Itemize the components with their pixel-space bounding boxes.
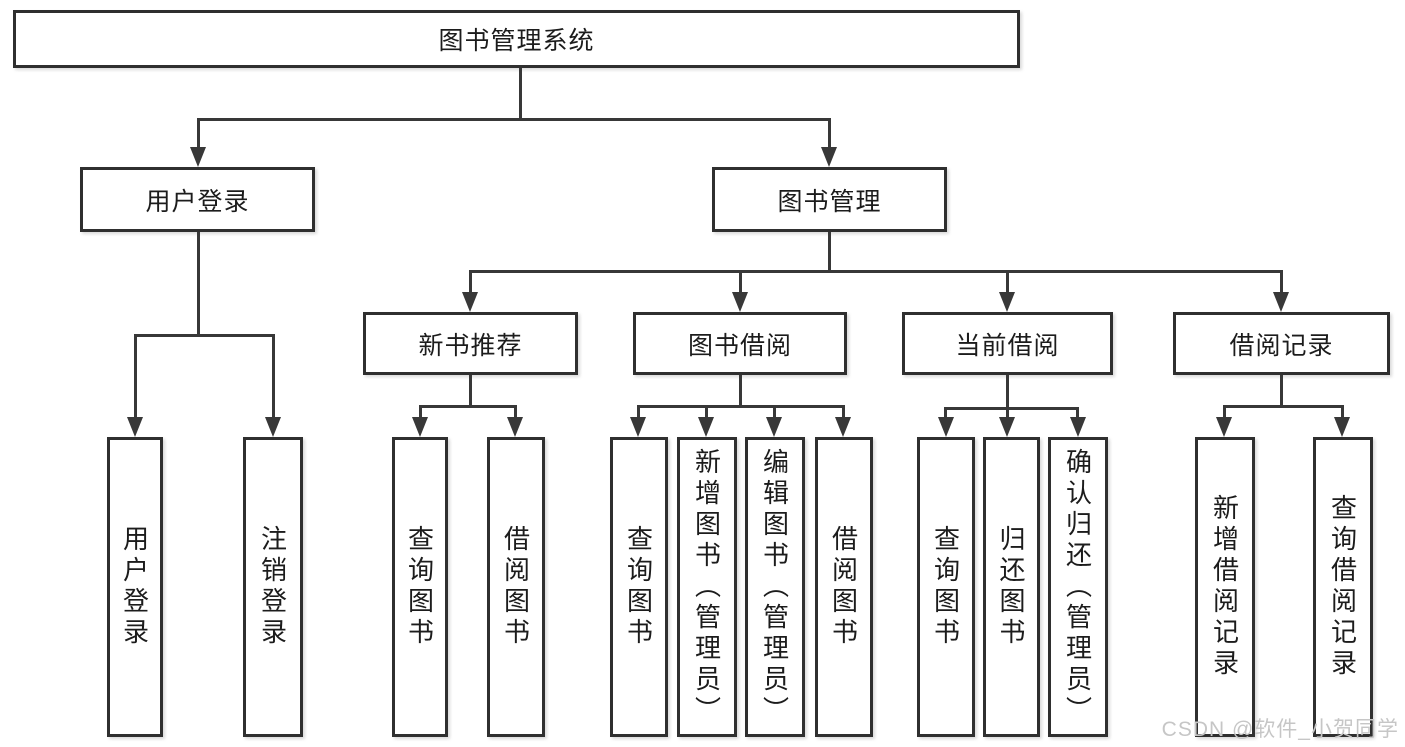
connector-line <box>773 405 776 419</box>
leaf-return-books: 归还图书 <box>983 437 1040 737</box>
leaf-query-books-2-label: 查询图书 <box>623 525 654 649</box>
node-root-label: 图书管理系统 <box>438 27 595 55</box>
connector-line <box>944 407 1079 410</box>
leaf-edit-books-admin: 编辑图书（管理员） <box>745 437 805 737</box>
connector-line <box>134 334 275 337</box>
connector-line <box>828 118 831 149</box>
node-borrowing-records: 借阅记录 <box>1173 312 1390 375</box>
connector-line <box>197 118 200 149</box>
leaf-user-login-label: 用户登录 <box>119 525 150 649</box>
arrow-down-icon <box>766 417 782 437</box>
node-book-borrowing-label: 图书借阅 <box>687 331 792 360</box>
connector-line <box>828 232 831 272</box>
arrow-down-icon <box>127 417 143 437</box>
leaf-borrow-books-1-label: 借阅图书 <box>500 525 531 649</box>
node-current-borrowing: 当前借阅 <box>902 312 1113 375</box>
node-user-login: 用户登录 <box>80 167 315 232</box>
leaf-borrow-books-2: 借阅图书 <box>815 437 873 737</box>
leaf-borrow-books-1: 借阅图书 <box>487 437 545 737</box>
arrow-down-icon <box>732 292 748 312</box>
connector-line <box>197 118 831 121</box>
connector-line <box>1076 407 1079 419</box>
connector-line <box>272 334 275 419</box>
leaf-query-books-1-label: 查询图书 <box>404 525 435 649</box>
node-book-management-label: 图书管理 <box>777 187 882 216</box>
watermark-text: CSDN @软件_小贺同学 <box>1161 718 1399 741</box>
leaf-borrow-books-2-label: 借阅图书 <box>828 525 859 649</box>
connector-line <box>1280 375 1283 407</box>
leaf-user-login: 用户登录 <box>107 437 163 737</box>
connector-line <box>1280 270 1283 294</box>
leaf-add-borrow-record-label: 新增借阅记录 <box>1209 494 1240 680</box>
node-user-login-label: 用户登录 <box>145 187 250 216</box>
node-borrowing-records-label: 借阅记录 <box>1229 331 1334 360</box>
leaf-query-borrow-record: 查询借阅记录 <box>1313 437 1373 737</box>
connector-line <box>637 405 640 419</box>
arrow-down-icon <box>265 417 281 437</box>
arrow-down-icon <box>412 417 428 437</box>
node-root: 图书管理系统 <box>13 10 1020 68</box>
connector-line <box>705 405 708 419</box>
connector-line <box>419 405 517 408</box>
node-new-book-recommend-label: 新书推荐 <box>418 331 523 360</box>
arrow-down-icon <box>507 417 523 437</box>
arrow-down-icon <box>938 417 954 437</box>
connector-line <box>1006 270 1009 294</box>
leaf-confirm-return-admin-label: 确认归还（管理员） <box>1062 447 1093 727</box>
connector-line <box>1006 375 1009 418</box>
leaf-query-borrow-record-label: 查询借阅记录 <box>1327 494 1358 680</box>
connector-line <box>469 270 1283 273</box>
arrow-down-icon <box>1273 292 1289 312</box>
leaf-logout-label: 注销登录 <box>257 525 288 649</box>
arrow-down-icon <box>462 292 478 312</box>
leaf-logout: 注销登录 <box>243 437 303 737</box>
arrow-down-icon <box>999 292 1015 312</box>
leaf-query-books-3: 查询图书 <box>917 437 975 737</box>
arrow-down-icon <box>190 147 206 167</box>
arrow-down-icon <box>1070 417 1086 437</box>
node-book-management: 图书管理 <box>712 167 947 232</box>
connector-line <box>419 405 422 419</box>
leaf-query-books-1: 查询图书 <box>392 437 448 737</box>
leaf-query-books-3-label: 查询图书 <box>930 525 961 649</box>
connector-line <box>944 407 947 419</box>
connector-line <box>739 375 742 407</box>
leaf-query-books-2: 查询图书 <box>610 437 668 737</box>
connector-line <box>842 405 845 419</box>
node-new-book-recommend: 新书推荐 <box>363 312 578 375</box>
leaf-add-borrow-record: 新增借阅记录 <box>1195 437 1255 737</box>
arrow-down-icon <box>1334 417 1350 437</box>
connector-line <box>134 334 137 419</box>
connector-line <box>637 405 845 408</box>
leaf-add-books-admin: 新增图书（管理员） <box>677 437 737 737</box>
connector-line <box>469 375 472 407</box>
connector-line <box>197 232 200 336</box>
arrow-down-icon <box>1216 417 1232 437</box>
arrow-down-icon <box>630 417 646 437</box>
node-book-borrowing: 图书借阅 <box>633 312 847 375</box>
arrow-down-icon <box>698 417 714 437</box>
connector-line <box>519 68 522 120</box>
arrow-down-icon <box>835 417 851 437</box>
connector-line <box>1223 405 1226 419</box>
node-current-borrowing-label: 当前借阅 <box>955 331 1060 360</box>
connector-line <box>514 405 517 419</box>
connector-line <box>469 270 472 294</box>
arrow-down-icon <box>821 147 837 167</box>
leaf-return-books-label: 归还图书 <box>996 525 1026 649</box>
leaf-add-books-admin-label: 新增图书（管理员） <box>691 447 722 727</box>
arrow-down-icon <box>999 417 1015 437</box>
leaf-edit-books-admin-label: 编辑图书（管理员） <box>759 447 790 727</box>
leaf-confirm-return-admin: 确认归还（管理员） <box>1048 437 1108 737</box>
connector-line <box>739 270 742 294</box>
connector-line <box>1223 405 1344 408</box>
connector-line <box>1341 405 1344 419</box>
